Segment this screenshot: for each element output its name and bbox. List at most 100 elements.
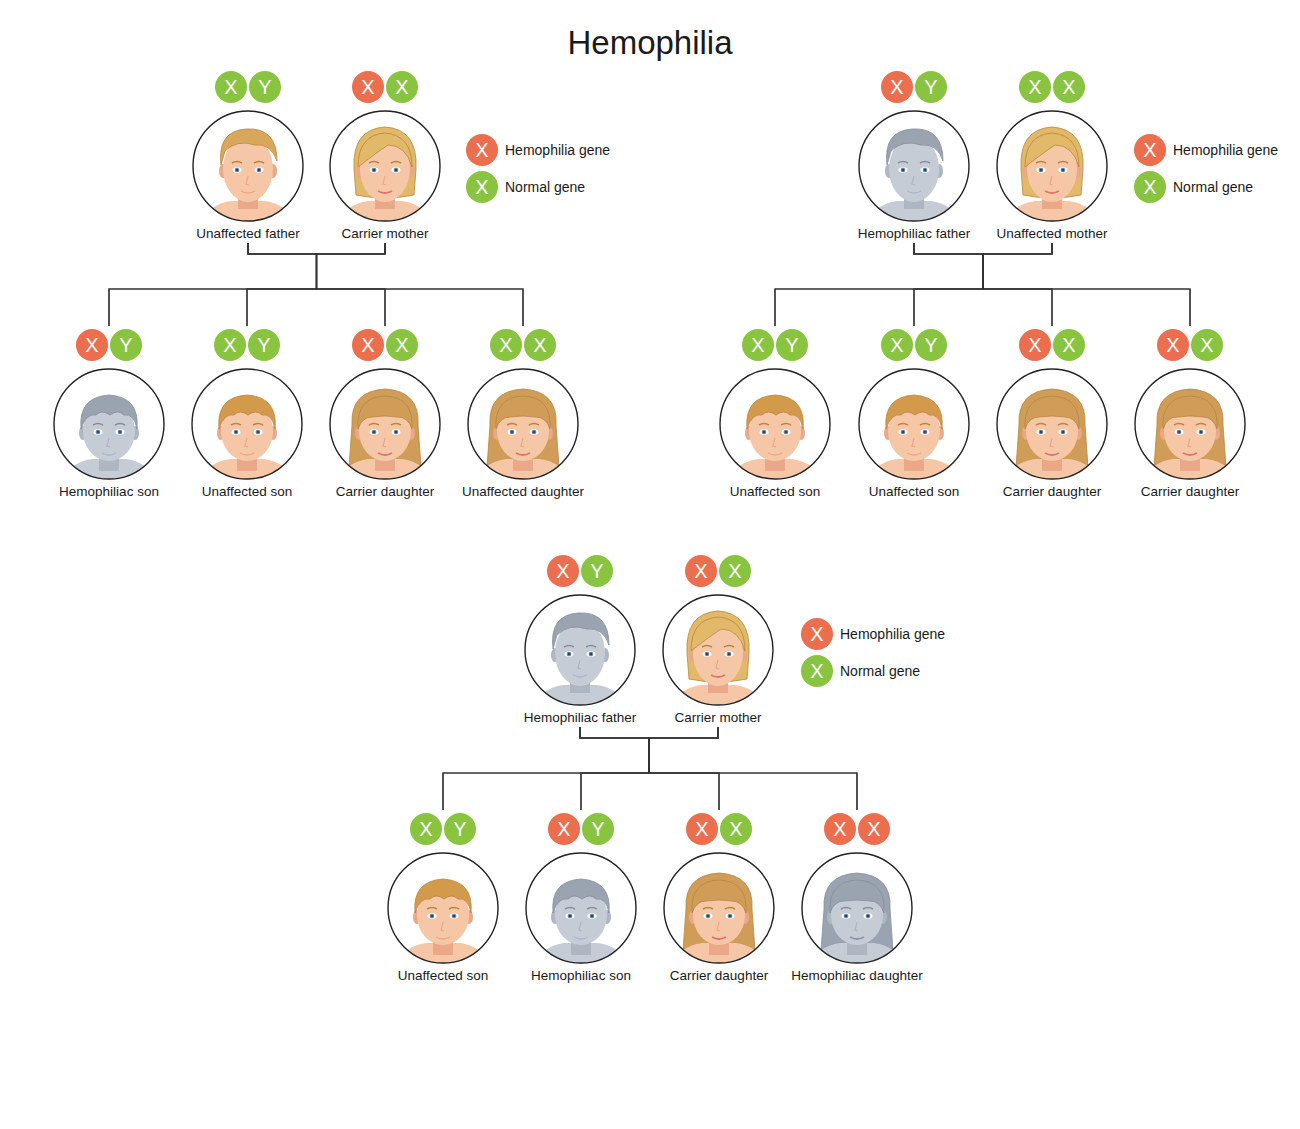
gene-badge: X — [215, 71, 247, 103]
person-label: Hemophiliac son — [41, 484, 177, 500]
chromosome-letter: X — [533, 335, 546, 355]
legend-entry: XHemophilia gene — [1134, 134, 1278, 166]
family-line — [649, 727, 719, 810]
face-illustration — [995, 109, 1109, 223]
gene-badge: Y — [110, 329, 142, 361]
family-line — [983, 243, 1190, 326]
legend-swatch: X — [466, 134, 498, 166]
person-node: Unaffected father X Y — [180, 71, 316, 242]
gene-badge: X — [490, 329, 522, 361]
chromosome-letter: X — [728, 561, 741, 581]
gene-badge: X — [352, 329, 384, 361]
person-label: Unaffected daughter — [455, 484, 591, 500]
face-illustration — [386, 851, 500, 965]
chromosome-letter: X — [224, 77, 237, 97]
person-label: Hemophiliac son — [513, 968, 649, 984]
chromosome-letter: X — [361, 335, 374, 355]
swatch-letter: X — [475, 140, 488, 160]
person-label: Unaffected son — [846, 484, 982, 500]
person-label: Carrier daughter — [651, 968, 787, 984]
face-illustration — [328, 109, 442, 223]
chromosome-letter: X — [1028, 77, 1041, 97]
legend-text: Hemophilia gene — [840, 626, 945, 642]
person-label: Carrier daughter — [1122, 484, 1258, 500]
chromosome-letter: Y — [590, 561, 603, 581]
gene-badge: X — [548, 813, 580, 845]
gene-badge: X — [386, 329, 418, 361]
legend-entry: X Hemophilia gene — [466, 134, 610, 166]
chromosome-letter: X — [499, 335, 512, 355]
chromosome-letter: Y — [924, 77, 937, 97]
family-line — [914, 243, 983, 326]
gene-badge: X — [1019, 71, 1051, 103]
face-illustration — [52, 367, 166, 481]
gene-badge: X — [547, 555, 579, 587]
chromosome-letter: X — [556, 561, 569, 581]
chromosome-letter: X — [1200, 335, 1213, 355]
legend-swatch: X — [1134, 171, 1166, 203]
chromosome-letter: X — [223, 335, 236, 355]
face-illustration — [191, 109, 305, 223]
chromosome-letter: X — [890, 335, 903, 355]
gene-badge: Y — [915, 71, 947, 103]
family-line — [109, 243, 385, 326]
legend-swatch: X — [466, 171, 498, 203]
family-line — [248, 243, 523, 326]
gene-badge: X — [76, 329, 108, 361]
chromosome-letter: X — [695, 819, 708, 839]
swatch-letter: X — [810, 661, 823, 681]
chromosome-letter: X — [694, 561, 707, 581]
gene-badge: Y — [581, 555, 613, 587]
gene-badge: X — [881, 329, 913, 361]
chromosome-letter: X — [1166, 335, 1179, 355]
chromosome-letter: X — [890, 77, 903, 97]
gene-badge: X — [524, 329, 556, 361]
gene-badge: X — [352, 71, 384, 103]
face-illustration — [995, 367, 1109, 481]
person-node: Hemophiliac son XY — [41, 329, 177, 500]
gene-badge: X — [1019, 329, 1051, 361]
person-label: Unaffected father — [180, 226, 316, 242]
swatch-letter: X — [475, 177, 488, 197]
person-label: Carrier mother — [317, 226, 453, 242]
person-label: Unaffected mother — [984, 226, 1120, 242]
gene-badge: X — [1053, 71, 1085, 103]
family-line — [317, 243, 386, 326]
gene-badge: X — [719, 555, 751, 587]
chromosome-letter: X — [751, 335, 764, 355]
legend-text: Hemophilia gene — [505, 142, 610, 158]
gene-badge: Y — [776, 329, 808, 361]
face-illustration — [857, 367, 971, 481]
face-illustration — [1133, 367, 1247, 481]
family-line — [775, 243, 1052, 326]
swatch-letter: X — [810, 624, 823, 644]
person-label: Hemophiliac daughter — [789, 968, 925, 984]
gene-badge: X — [214, 329, 246, 361]
chromosome-letter: Y — [119, 335, 132, 355]
chromosome-letter: Y — [453, 819, 466, 839]
legend-text: Normal gene — [505, 179, 585, 195]
legend-entry: XNormal gene — [1134, 171, 1253, 203]
chromosome-letter: X — [867, 819, 880, 839]
gene-badge: Y — [444, 813, 476, 845]
swatch-letter: X — [1143, 177, 1156, 197]
chromosome-letter: X — [1028, 335, 1041, 355]
person-node: Unaffected sonXY — [179, 329, 315, 500]
gene-badge: X — [1053, 329, 1085, 361]
gene-badge: Y — [582, 813, 614, 845]
chromosome-letter: X — [361, 77, 374, 97]
gene-badge: X — [686, 813, 718, 845]
family-line — [109, 243, 317, 326]
gene-badge: X — [742, 329, 774, 361]
chromosome-letter: Y — [591, 819, 604, 839]
chromosome-letter: X — [729, 819, 742, 839]
person-node: Hemophiliac son XY — [513, 813, 649, 984]
chromosome-letter: Y — [257, 335, 270, 355]
person-label: Hemophiliac father — [846, 226, 982, 242]
chromosome-letter: Y — [258, 77, 271, 97]
face-illustration — [328, 367, 442, 481]
person-node: Hemophiliac daughterXX — [789, 813, 925, 984]
person-node: Carrier motherXX — [650, 555, 786, 726]
diagram-title: Hemophilia — [0, 24, 1300, 62]
